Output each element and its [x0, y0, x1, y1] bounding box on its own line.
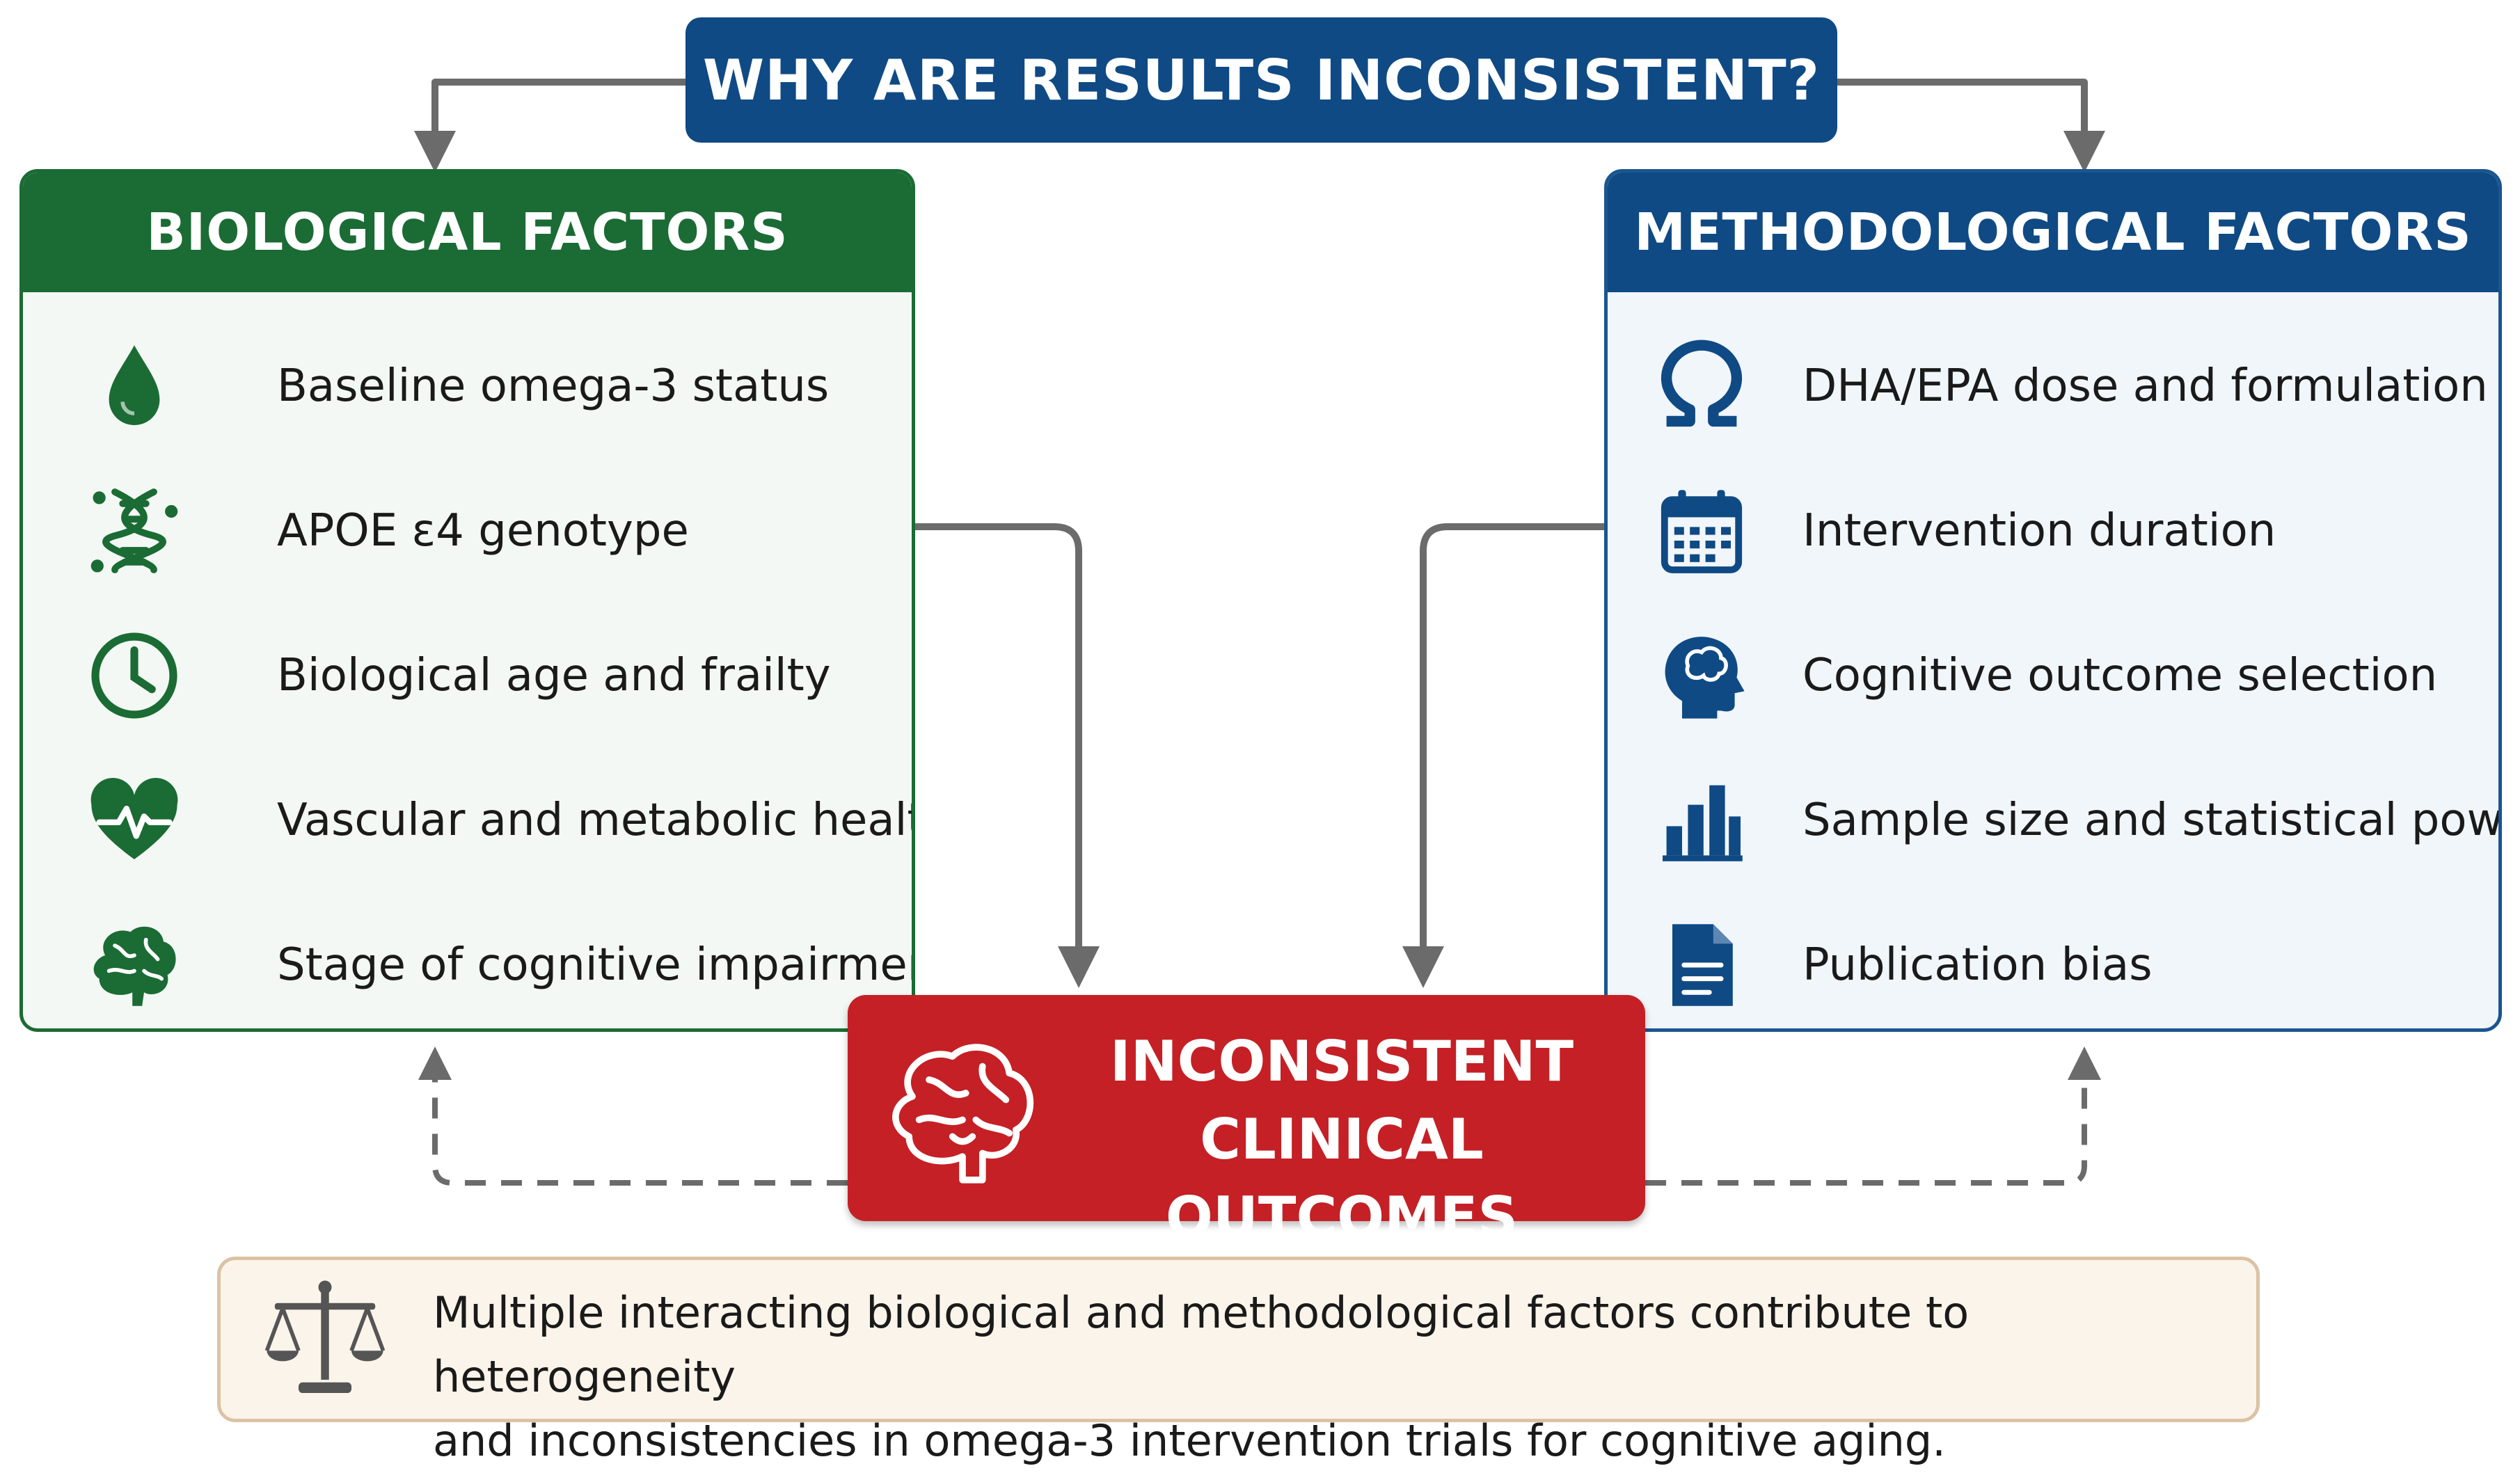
biological-item-label: APOE ε4 genotype — [277, 505, 689, 557]
arrow-title-to-biological — [414, 79, 689, 173]
methodological-item-label: Intervention duration — [1802, 505, 2276, 557]
biological-item-age-frailty: Biological age and frailty — [82, 623, 831, 728]
clock-icon — [82, 623, 187, 728]
document-icon — [1649, 913, 1754, 1017]
methodological-factors-panel: METHODOLOGICAL FACTORS DHA/EPA dose and … — [1604, 169, 2502, 1032]
biological-item-cognitive-stage: Stage of cognitive impairment — [82, 913, 915, 1017]
biological-item-label: Vascular and metabolic health — [277, 795, 915, 846]
summary-line-1: Multiple interacting biological and meth… — [433, 1287, 1970, 1402]
biological-item-baseline-omega3: Baseline omega-3 status — [82, 334, 829, 438]
title-banner: WHY ARE RESULTS INCONSISTENT? — [686, 17, 1837, 143]
biological-factors-panel: BIOLOGICAL FACTORS Baseline omega-3 stat… — [19, 169, 915, 1032]
summary-line-2: and inconsistencies in omega-3 intervent… — [433, 1415, 1946, 1466]
arrow-methodological-to-outcome — [1402, 523, 1608, 988]
methodological-item-publication-bias: Publication bias — [1649, 913, 2153, 1017]
biological-item-apoe: APOE ε4 genotype — [82, 479, 689, 583]
biological-item-vascular: Vascular and metabolic health — [82, 768, 915, 873]
biological-item-label: Stage of cognitive impairment — [277, 939, 915, 991]
methodological-item-label: DHA/EPA dose and formulation — [1802, 360, 2488, 412]
dna-icon — [82, 479, 187, 583]
methodological-item-sample-size: Sample size and statistical power — [1649, 768, 2502, 873]
page-title: WHY ARE RESULTS INCONSISTENT? — [702, 47, 1821, 113]
droplet-icon — [82, 334, 187, 438]
arrow-title-to-methodological — [1834, 79, 2105, 173]
brain-icon — [82, 913, 187, 1017]
balance-scale-icon — [264, 1280, 386, 1393]
summary-note: Multiple interacting biological and meth… — [217, 1257, 2260, 1466]
outcome-line-1: INCONSISTENT — [1109, 1029, 1574, 1094]
biological-item-label: Biological age and frailty — [277, 650, 831, 701]
biological-factors-heading: BIOLOGICAL FACTORS — [23, 173, 912, 292]
methodological-item-outcome-selection: Cognitive outcome selection — [1649, 623, 2437, 728]
methodological-item-label: Publication bias — [1802, 939, 2153, 991]
outcome-line-2: CLINICAL OUTCOMES — [1165, 1107, 1519, 1250]
arrow-biological-to-outcome — [912, 523, 1100, 988]
bar-chart-icon — [1649, 768, 1754, 873]
omega-icon — [1649, 334, 1754, 438]
methodological-item-label: Cognitive outcome selection — [1802, 650, 2438, 701]
feedback-arrow-right — [1645, 1046, 2101, 1186]
outcome-title: INCONSISTENT CLINICAL OUTCOMES — [1056, 1023, 1627, 1257]
calendar-icon — [1649, 479, 1754, 583]
methodological-factors-heading: METHODOLOGICAL FACTORS — [1608, 173, 2498, 292]
brain-outline-icon — [892, 1044, 1033, 1184]
feedback-arrow-left — [418, 1046, 848, 1186]
head-brain-icon — [1649, 623, 1754, 728]
inconsistent-outcomes-box: INCONSISTENT CLINICAL OUTCOMES — [848, 995, 1645, 1250]
methodological-item-dose: DHA/EPA dose and formulation — [1649, 334, 2488, 438]
methodological-item-label: Sample size and statistical power — [1802, 795, 2502, 846]
heart-pulse-icon — [82, 768, 187, 873]
biological-item-label: Baseline omega-3 status — [277, 360, 830, 412]
methodological-item-duration: Intervention duration — [1649, 479, 2276, 583]
